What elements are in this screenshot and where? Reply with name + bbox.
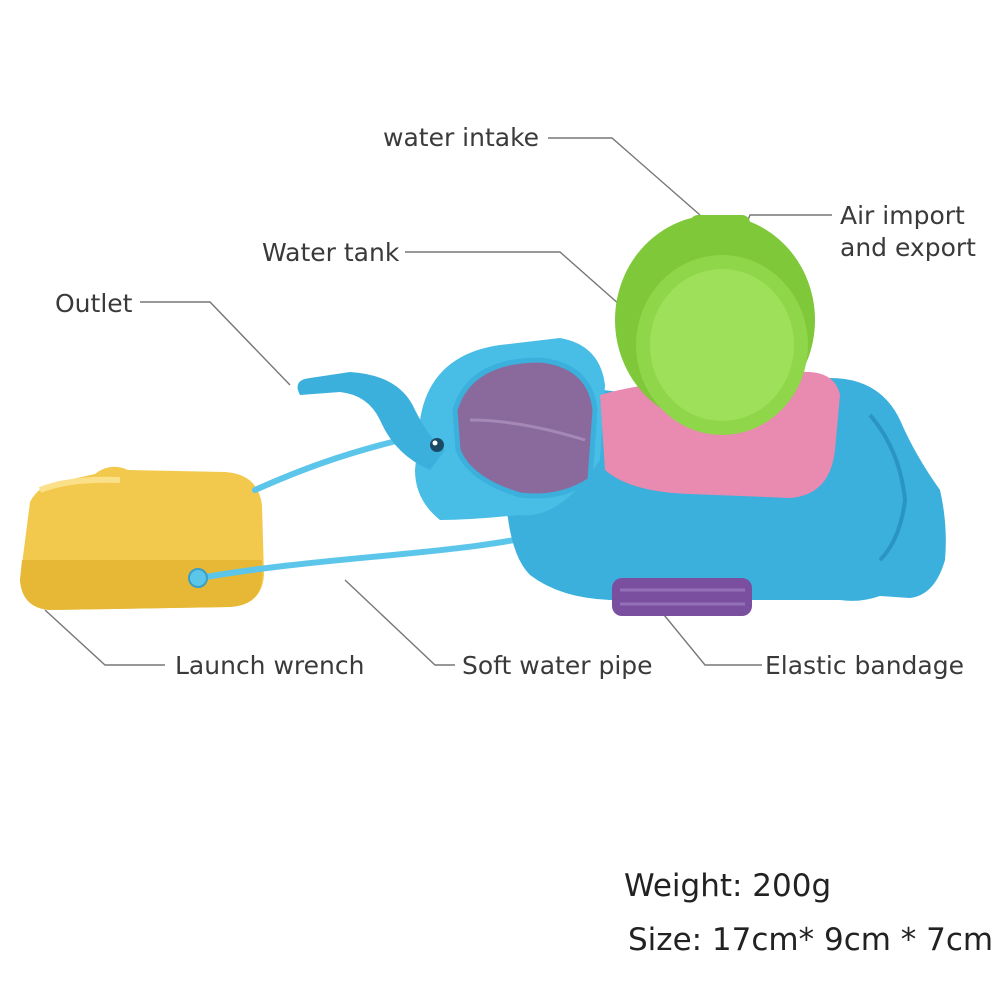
outlet-leader [140, 301, 291, 386]
water-tank-part [615, 215, 815, 435]
launch-wrench-part [20, 466, 264, 610]
water-intake-leader [548, 137, 701, 216]
soft-water-pipe-leader [344, 579, 455, 666]
label-air-import-line1: Air import [840, 201, 965, 230]
leader-lines [44, 137, 832, 666]
label-soft-water-pipe: Soft water pipe [462, 651, 653, 680]
label-elastic-bandage: Elastic bandage [765, 651, 964, 680]
label-water-intake: water intake [383, 123, 540, 152]
label-launch-wrench: Launch wrench [175, 651, 365, 680]
water-tank-leader [405, 251, 621, 306]
elastic-bandage-part [612, 578, 752, 616]
label-outlet: Outlet [55, 289, 133, 318]
label-air-import-line2: and export [840, 233, 976, 262]
pipe-connector [188, 568, 208, 588]
label-water-tank: Water tank [262, 238, 400, 267]
water-intake-cap [690, 215, 750, 237]
launch-wrench-leader [44, 609, 165, 666]
spec-weight: Weight: 200g [624, 868, 832, 904]
spec-size: Size: 17cm* 9cm * 7cm [628, 922, 994, 958]
elastic-bandage-leader [659, 609, 762, 666]
